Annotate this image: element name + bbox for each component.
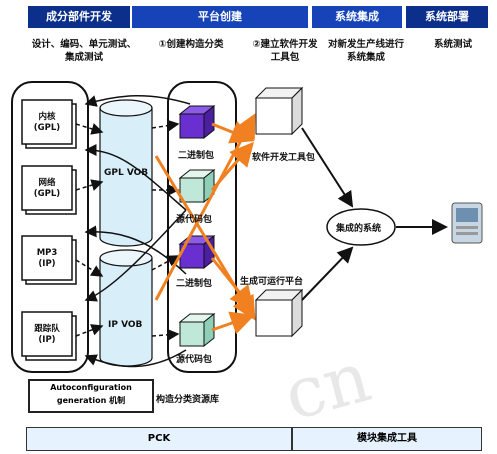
doc-kernel-label: 内核(GPL) (33, 112, 61, 133)
doc-tracker-label: 跟踪队(IP) (34, 324, 60, 345)
runtime-box (254, 288, 304, 338)
subhead-dev: 设计、编码、单元测试、集成测试 (31, 39, 137, 63)
cube-source-2-label: 源代码包 (176, 355, 213, 365)
doc-kernel (21, 99, 77, 149)
ip-vob-label: IP VOB (108, 320, 143, 330)
gpl-vob-label: GPL VOB (104, 168, 149, 178)
module-tool-box: 模块集成工具 (292, 427, 482, 451)
subhead-deploy: 系统测试 (433, 39, 472, 50)
subhead-platform: ①创建构造分类 (158, 39, 224, 50)
subhead-toolkit: ②建立软件开发工具包 (252, 39, 318, 63)
phase-dev: 成分部件开发 (28, 6, 130, 28)
autoconfig-note: Autoconfiguration generation 机制 (28, 379, 154, 413)
pck-box: PCK (26, 427, 292, 451)
cube-binary-1 (178, 104, 216, 140)
cube-binary-2 (178, 234, 216, 270)
cube-source-2 (178, 312, 216, 348)
doc-network-label: 网络(GPL) (33, 178, 61, 199)
ip-vob-cylinder (99, 249, 153, 367)
integrated-system-node (326, 208, 396, 246)
phase-integration: 系统集成 (312, 6, 402, 28)
doc-tracker (21, 311, 77, 361)
sdk-box (254, 86, 304, 136)
runtime-label: 生成可运行平台 (240, 277, 304, 287)
cube-binary-2-label: 二进制包 (176, 279, 213, 289)
cube-source-1 (178, 168, 216, 204)
package-group (167, 81, 237, 373)
phase-deploy: 系统部署 (406, 6, 488, 28)
cube-binary-1-label: 二进制包 (178, 151, 215, 161)
gpl-vob-cylinder (99, 99, 153, 247)
classlib-label: 构造分类资源库 (156, 395, 220, 405)
computer-icon (451, 202, 483, 244)
sdk-label: 软件开发工具包 (252, 153, 316, 163)
doc-network (21, 165, 77, 215)
doc-mp3 (21, 235, 77, 285)
phase-platform: 平台创建 (132, 6, 308, 28)
cube-source-1-label: 源代码包 (176, 215, 213, 225)
subhead-integrate: 对新发生产线进行系统集成 (327, 39, 404, 63)
doc-mp3-label: MP3(IP) (36, 248, 58, 269)
integrated-system-label: 集成的系统 (336, 224, 382, 234)
